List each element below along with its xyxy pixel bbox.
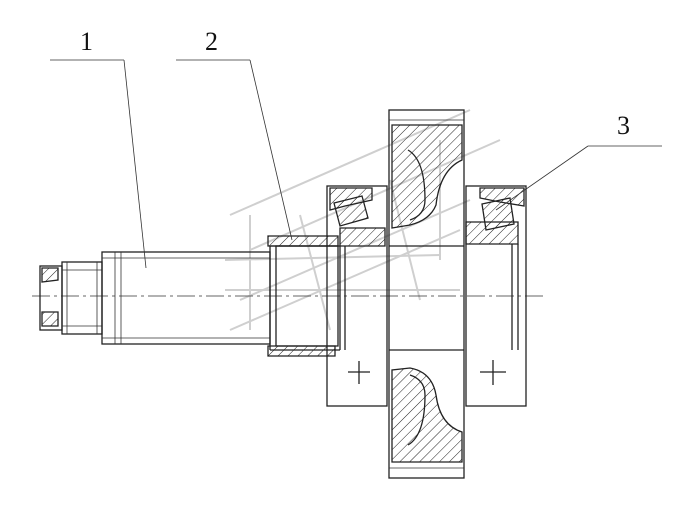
threaded-end xyxy=(39,261,103,335)
watermark-logo xyxy=(224,109,501,331)
callout-3-label: 3 xyxy=(617,111,630,140)
callout-2-label: 2 xyxy=(205,27,218,56)
gear-wheel xyxy=(388,109,465,479)
right-bearing xyxy=(465,185,527,407)
spacer-ring xyxy=(267,235,339,357)
callout-leaders xyxy=(50,59,662,269)
callout-1-label: 1 xyxy=(80,27,93,56)
left-bearing xyxy=(326,185,388,407)
